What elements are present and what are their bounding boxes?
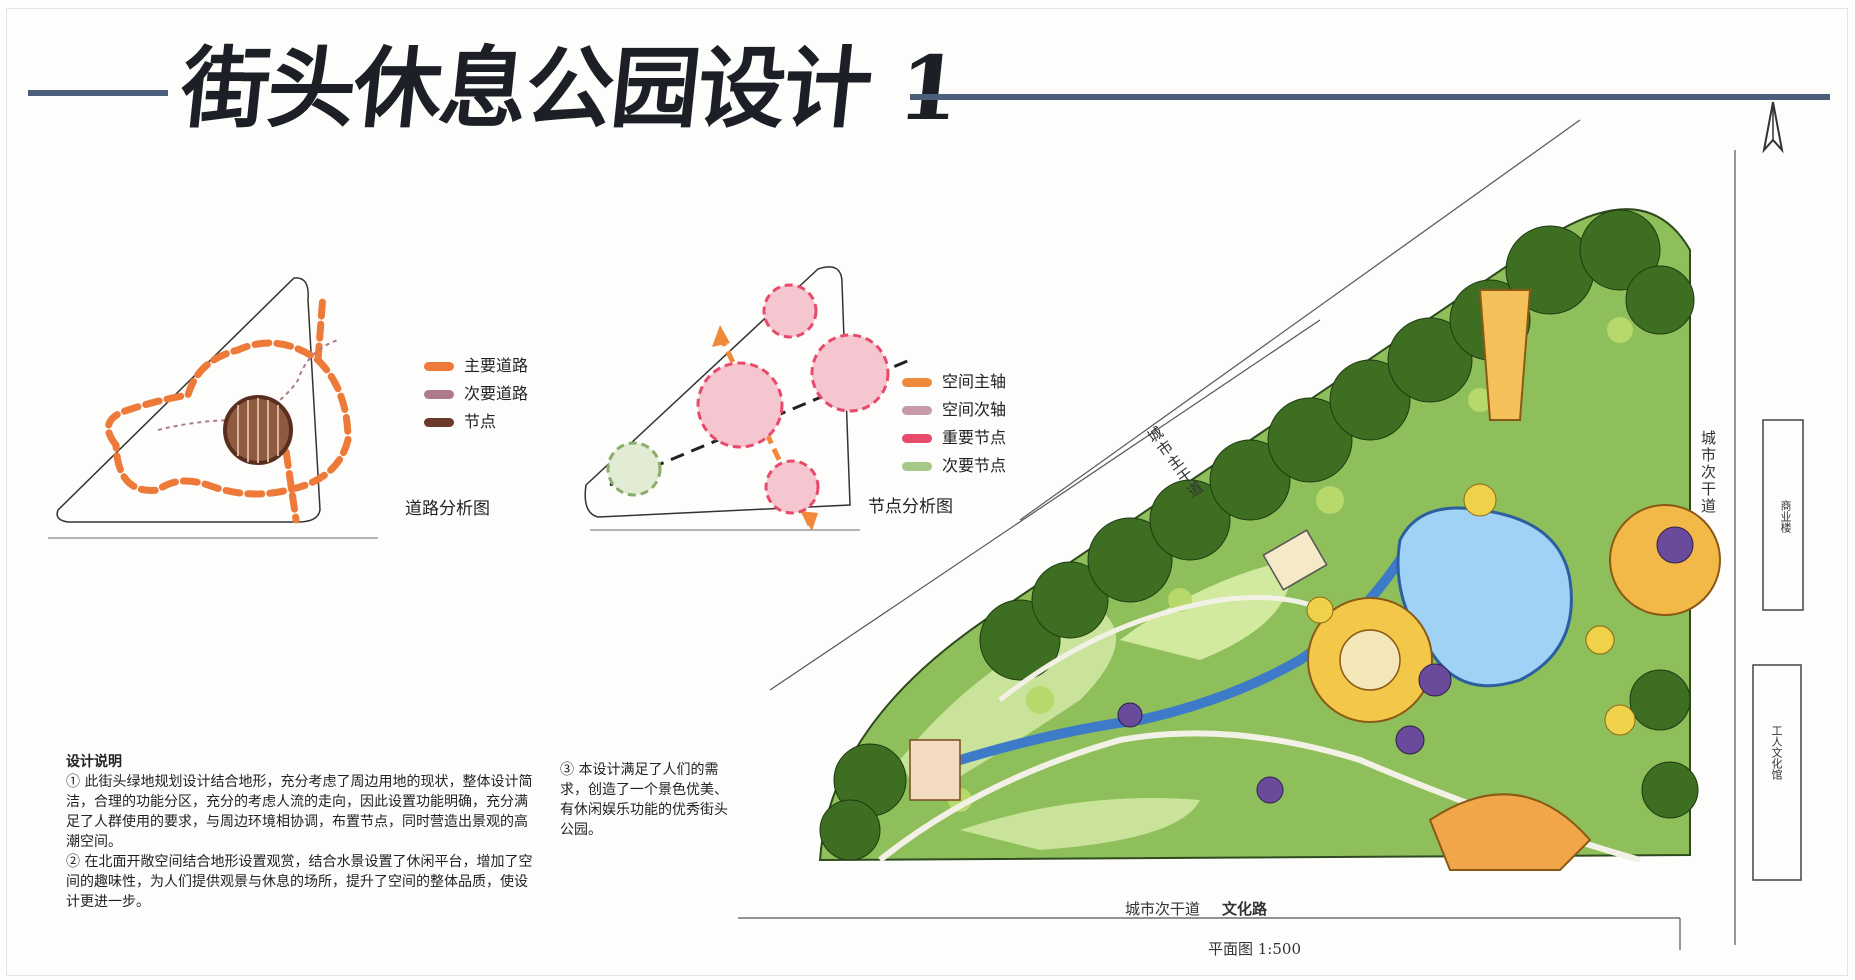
legend-item: 次要节点 [902,452,1006,480]
road-analysis-diagram [48,277,378,539]
legend-swatch-minor-node [902,461,932,471]
legend-label: 重要节点 [942,428,1007,447]
title-rule-right [910,94,1830,100]
legend-item: 主要道路 [424,352,528,380]
node-diagram-caption: 节点分析图 [868,497,953,517]
secondary-road-right-label: 城市次干道 [1699,430,1717,515]
design-notes: 设计说明 ① 此街头绿地规划设计结合地形，充分考虑了周边用地的现状，整体设计简洁… [66,752,536,912]
sheet-frame [6,8,1848,976]
legend-swatch-main-road [424,361,454,371]
legend-swatch-node [424,417,454,427]
notes-paragraph-1: ① 此街头绿地规划设计结合地形，充分考虑了周边用地的现状，整体设计简洁，合理的功… [66,774,533,850]
plan-scale-label: 平面图 1:500 [1208,940,1301,958]
legend-swatch-secondary-axis [902,405,932,415]
title-rule-left [28,90,168,96]
road-diagram-caption: 道路分析图 [405,499,490,519]
secondary-road-bottom-label: 城市次干道 [1125,900,1201,918]
legend-label: 主要道路 [464,356,529,375]
road-legend: 主要道路 次要道路 节点 [424,352,528,436]
legend-item: 重要节点 [902,424,1006,452]
legend-swatch-secondary-road [424,389,454,399]
legend-swatch-primary-axis [902,377,932,387]
node-analysis-diagram [584,266,911,531]
street-name-label: 文化路 [1222,900,1268,918]
notes-heading: 设计说明 [66,754,122,770]
notes-paragraph-2: ② 在北面开敞空间结合地形设置观赏，结合水景设置了休闲平台，增加了空间的趣味性，… [66,854,533,910]
legend-item: 空间次轴 [902,396,1006,424]
legend-label: 空间次轴 [942,400,1007,419]
building-label-commercial: 商业楼 [1779,500,1792,533]
legend-label: 空间主轴 [942,372,1007,391]
legend-item: 空间主轴 [902,368,1006,396]
legend-swatch-major-node [902,433,932,443]
node-legend: 空间主轴 空间次轴 重要节点 次要节点 [902,368,1006,480]
legend-label: 次要节点 [942,456,1007,475]
design-notes-3: ③ 本设计满足了人们的需求，创造了一个景色优美、有休闲娱乐功能的优秀街头公园。 [560,762,728,838]
legend-label: 节点 [464,412,497,431]
legend-label: 次要道路 [464,384,529,403]
building-label-cultural: 工人文化馆 [1770,725,1783,780]
legend-item: 节点 [424,408,528,436]
north-arrow-icon [1762,101,1784,154]
legend-item: 次要道路 [424,380,528,408]
